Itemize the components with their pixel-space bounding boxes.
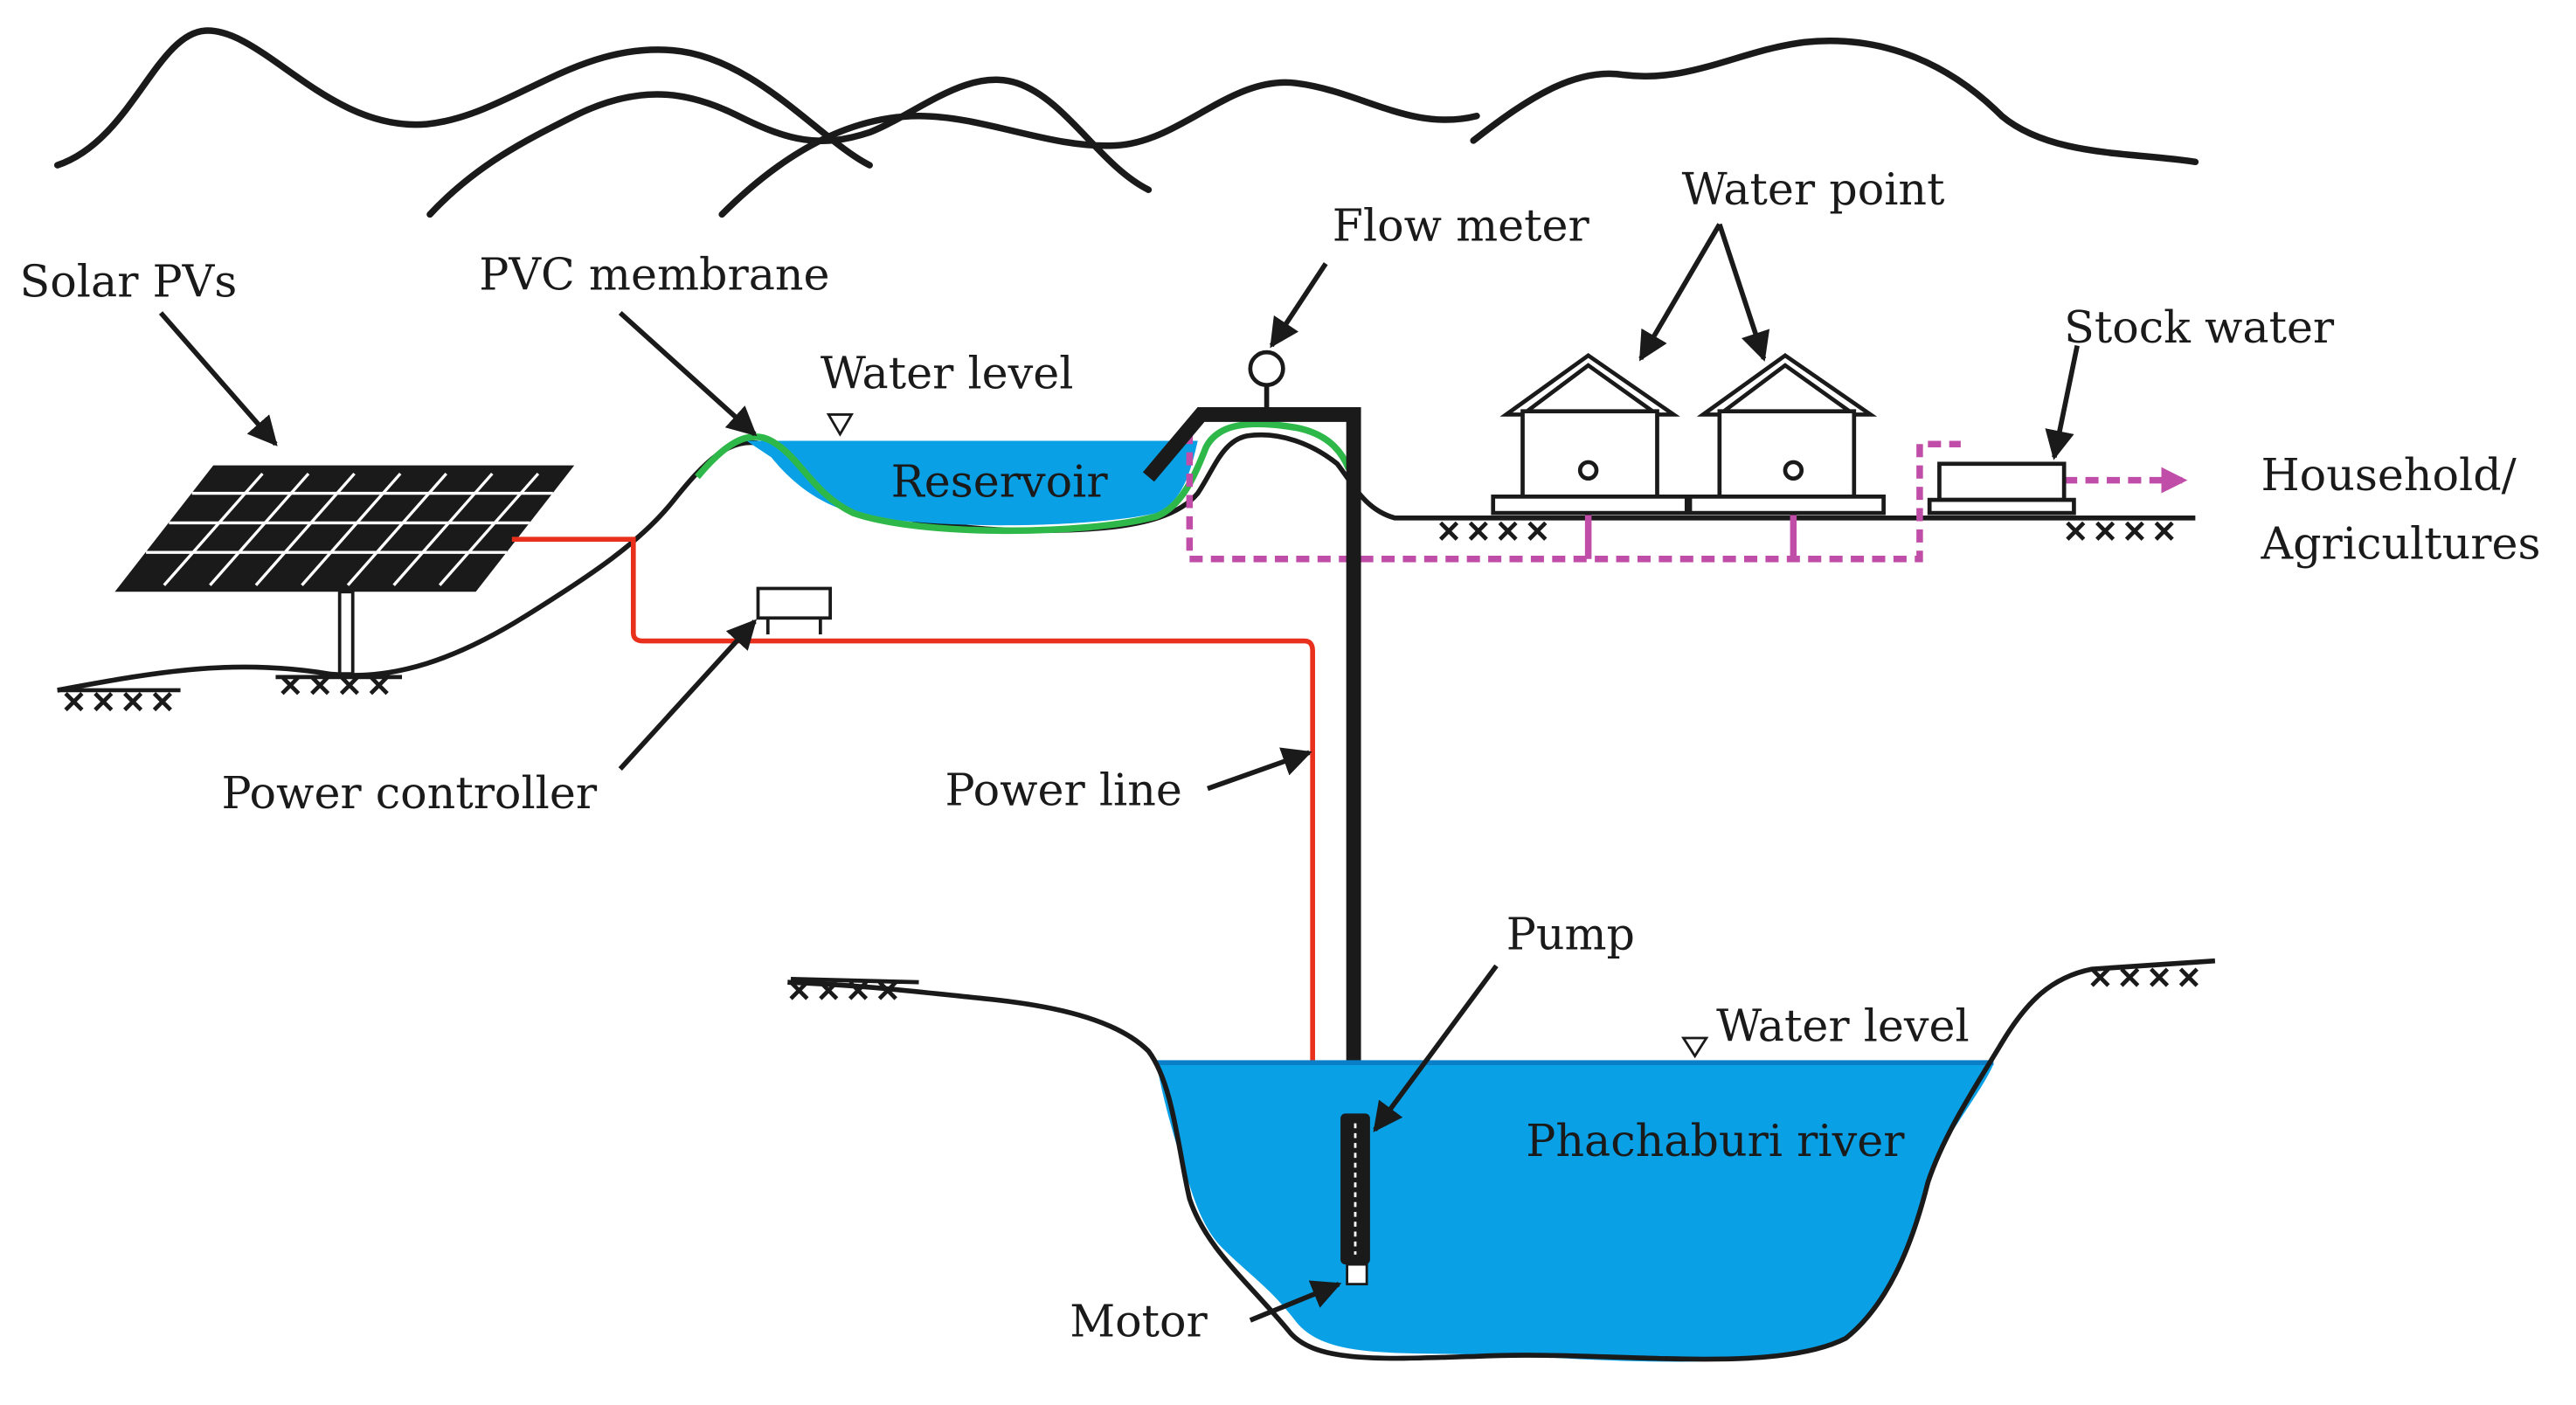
- label-pvc-membrane: PVC membrane: [479, 249, 829, 301]
- label-pump: Pump: [1506, 909, 1635, 960]
- main-delivery-pipe: [1142, 350, 1361, 1118]
- label-water-point: Water point: [1682, 163, 1945, 215]
- pump-unit: [1340, 1113, 1370, 1286]
- label-solar-pvs: Solar PVs: [20, 255, 238, 307]
- reservoir-water: [746, 440, 1198, 526]
- river-bank: [787, 958, 2216, 1362]
- mountains: [53, 27, 2199, 218]
- label-leader-arrows: [158, 223, 2080, 1323]
- label-stock-water: Stock water: [2064, 301, 2335, 353]
- label-agricultures: Agricultures: [2260, 518, 2540, 570]
- stock-water-tank: [1927, 461, 2076, 516]
- ground-markers: [57, 521, 2199, 1000]
- label-power-controller: Power controller: [221, 767, 597, 819]
- label-reservoir: Reservoir: [891, 455, 1109, 507]
- motor-unit: [1346, 1263, 1368, 1286]
- pvc-membrane-liner: [695, 420, 1352, 535]
- label-water-level-reservoir: Water level: [821, 347, 1074, 398]
- water-point-houses: [1491, 352, 1886, 516]
- label-flow-meter: Flow meter: [1333, 199, 1590, 251]
- label-household: Household/: [2261, 449, 2517, 501]
- solar-pv-panel: [114, 465, 575, 676]
- label-phachaburi-river: Phachaburi river: [1526, 1115, 1905, 1166]
- power-controller-box: [756, 586, 832, 635]
- label-power-line: Power line: [945, 764, 1182, 815]
- flow-meter-gauge: [1248, 350, 1285, 388]
- river: [787, 958, 2216, 1362]
- water-level-markers: [826, 413, 1709, 1059]
- labels: Solar PVs PVC membrane Water level Reser…: [20, 163, 2541, 1347]
- label-water-level-river: Water level: [1716, 1000, 1970, 1052]
- label-motor: Motor: [1070, 1296, 1208, 1347]
